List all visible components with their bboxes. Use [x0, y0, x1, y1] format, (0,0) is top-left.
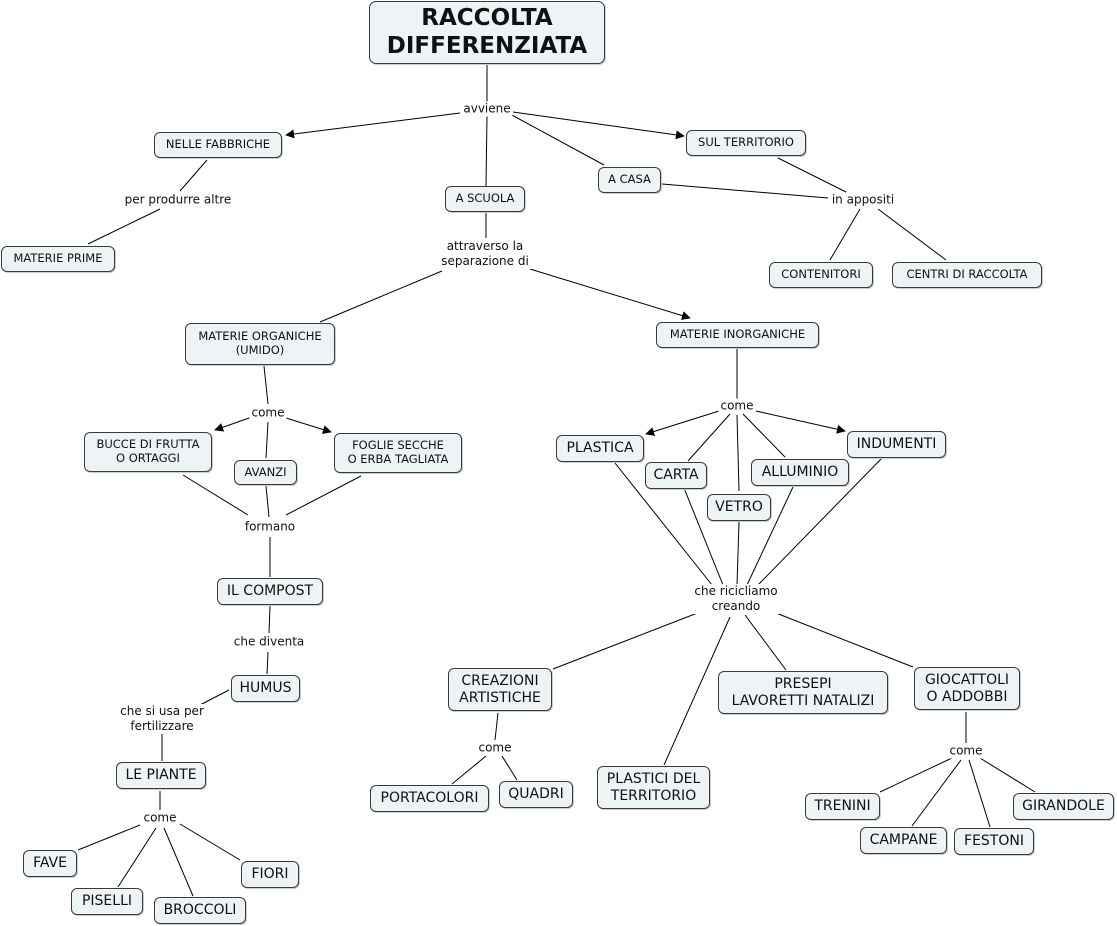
node-presepi[interactable]: PRESEPI LAVORETTI NATALIZI — [718, 671, 888, 714]
node-le-piante[interactable]: LE PIANTE — [116, 762, 206, 789]
link-label-che-ricicliamo-creando: che ricicliamo creando — [692, 584, 780, 614]
node-avanzi[interactable]: AVANZI — [234, 460, 297, 485]
node-piselli[interactable]: PISELLI — [71, 888, 143, 915]
link-label-in-appositi: in appositi — [829, 192, 897, 208]
link-label-avviene: avviene — [461, 101, 513, 117]
node-a-casa[interactable]: A CASA — [598, 167, 661, 193]
node-materie-inorganiche[interactable]: MATERIE INORGANICHE — [656, 322, 819, 348]
node-materie-prime[interactable]: MATERIE PRIME — [1, 246, 115, 272]
link-label-come-inorganiche: come — [718, 398, 756, 414]
node-campane[interactable]: CAMPANE — [860, 827, 947, 854]
node-materie-organiche[interactable]: MATERIE ORGANICHE (UMIDO) — [185, 323, 335, 365]
node-foglie-secche[interactable]: FOGLIE SECCHE O ERBA TAGLIATA — [334, 433, 462, 473]
link-label-come-organiche: come — [249, 405, 287, 421]
node-plastica[interactable]: PLASTICA — [556, 435, 644, 462]
node-quadri[interactable]: QUADRI — [499, 781, 573, 808]
node-fave[interactable]: FAVE — [23, 850, 77, 877]
node-giocattoli[interactable]: GIOCATTOLI O ADDOBBI — [914, 667, 1020, 710]
link-label-come-giocattoli: come — [947, 743, 985, 759]
node-indumenti[interactable]: INDUMENTI — [847, 431, 946, 458]
node-nelle-fabbriche[interactable]: NELLE FABBRICHE — [154, 132, 282, 158]
link-label-come-creazioni: come — [476, 740, 514, 756]
node-alluminio[interactable]: ALLUMINIO — [751, 459, 849, 486]
link-label-che-diventa: che diventa — [231, 634, 307, 650]
node-creazioni-artistiche[interactable]: CREAZIONI ARTISTICHE — [448, 668, 552, 711]
link-label-come-piante: come — [141, 810, 179, 826]
node-festoni[interactable]: FESTONI — [954, 828, 1034, 855]
node-carta[interactable]: CARTA — [645, 462, 707, 489]
node-portacolori[interactable]: PORTACOLORI — [370, 785, 489, 812]
link-label-che-si-usa-per-fertilizzare: che si usa per fertilizzare — [118, 704, 206, 734]
node-broccoli[interactable]: BROCCOLI — [154, 897, 246, 924]
node-plastici-del-territorio[interactable]: PLASTICI DEL TERRITORIO — [597, 766, 710, 809]
node-il-compost[interactable]: IL COMPOST — [217, 578, 323, 605]
node-bucce-di-frutta[interactable]: BUCCE DI FRUTTA O ORTAGGI — [84, 432, 212, 472]
node-vetro[interactable]: VETRO — [707, 494, 771, 521]
node-girandole[interactable]: GIRANDOLE — [1013, 793, 1114, 820]
node-contenitori[interactable]: CONTENITORI — [769, 262, 873, 288]
node-trenini[interactable]: TRENINI — [805, 793, 880, 820]
node-centri-di-raccolta[interactable]: CENTRI DI RACCOLTA — [892, 262, 1042, 288]
node-raccolta-differenziata[interactable]: RACCOLTA DIFFERENZIATA — [369, 1, 605, 64]
link-label-per-produrre-altre: per produrre altre — [122, 192, 234, 208]
link-label-formano: formano — [242, 519, 298, 535]
node-humus[interactable]: HUMUS — [231, 675, 300, 702]
node-fiori[interactable]: FIORI — [241, 861, 299, 888]
node-a-scuola[interactable]: A SCUOLA — [445, 186, 525, 212]
link-label-attraverso-la-separazione: attraverso la separazione di — [439, 239, 531, 269]
node-sul-territorio[interactable]: SUL TERRITORIO — [686, 130, 806, 156]
